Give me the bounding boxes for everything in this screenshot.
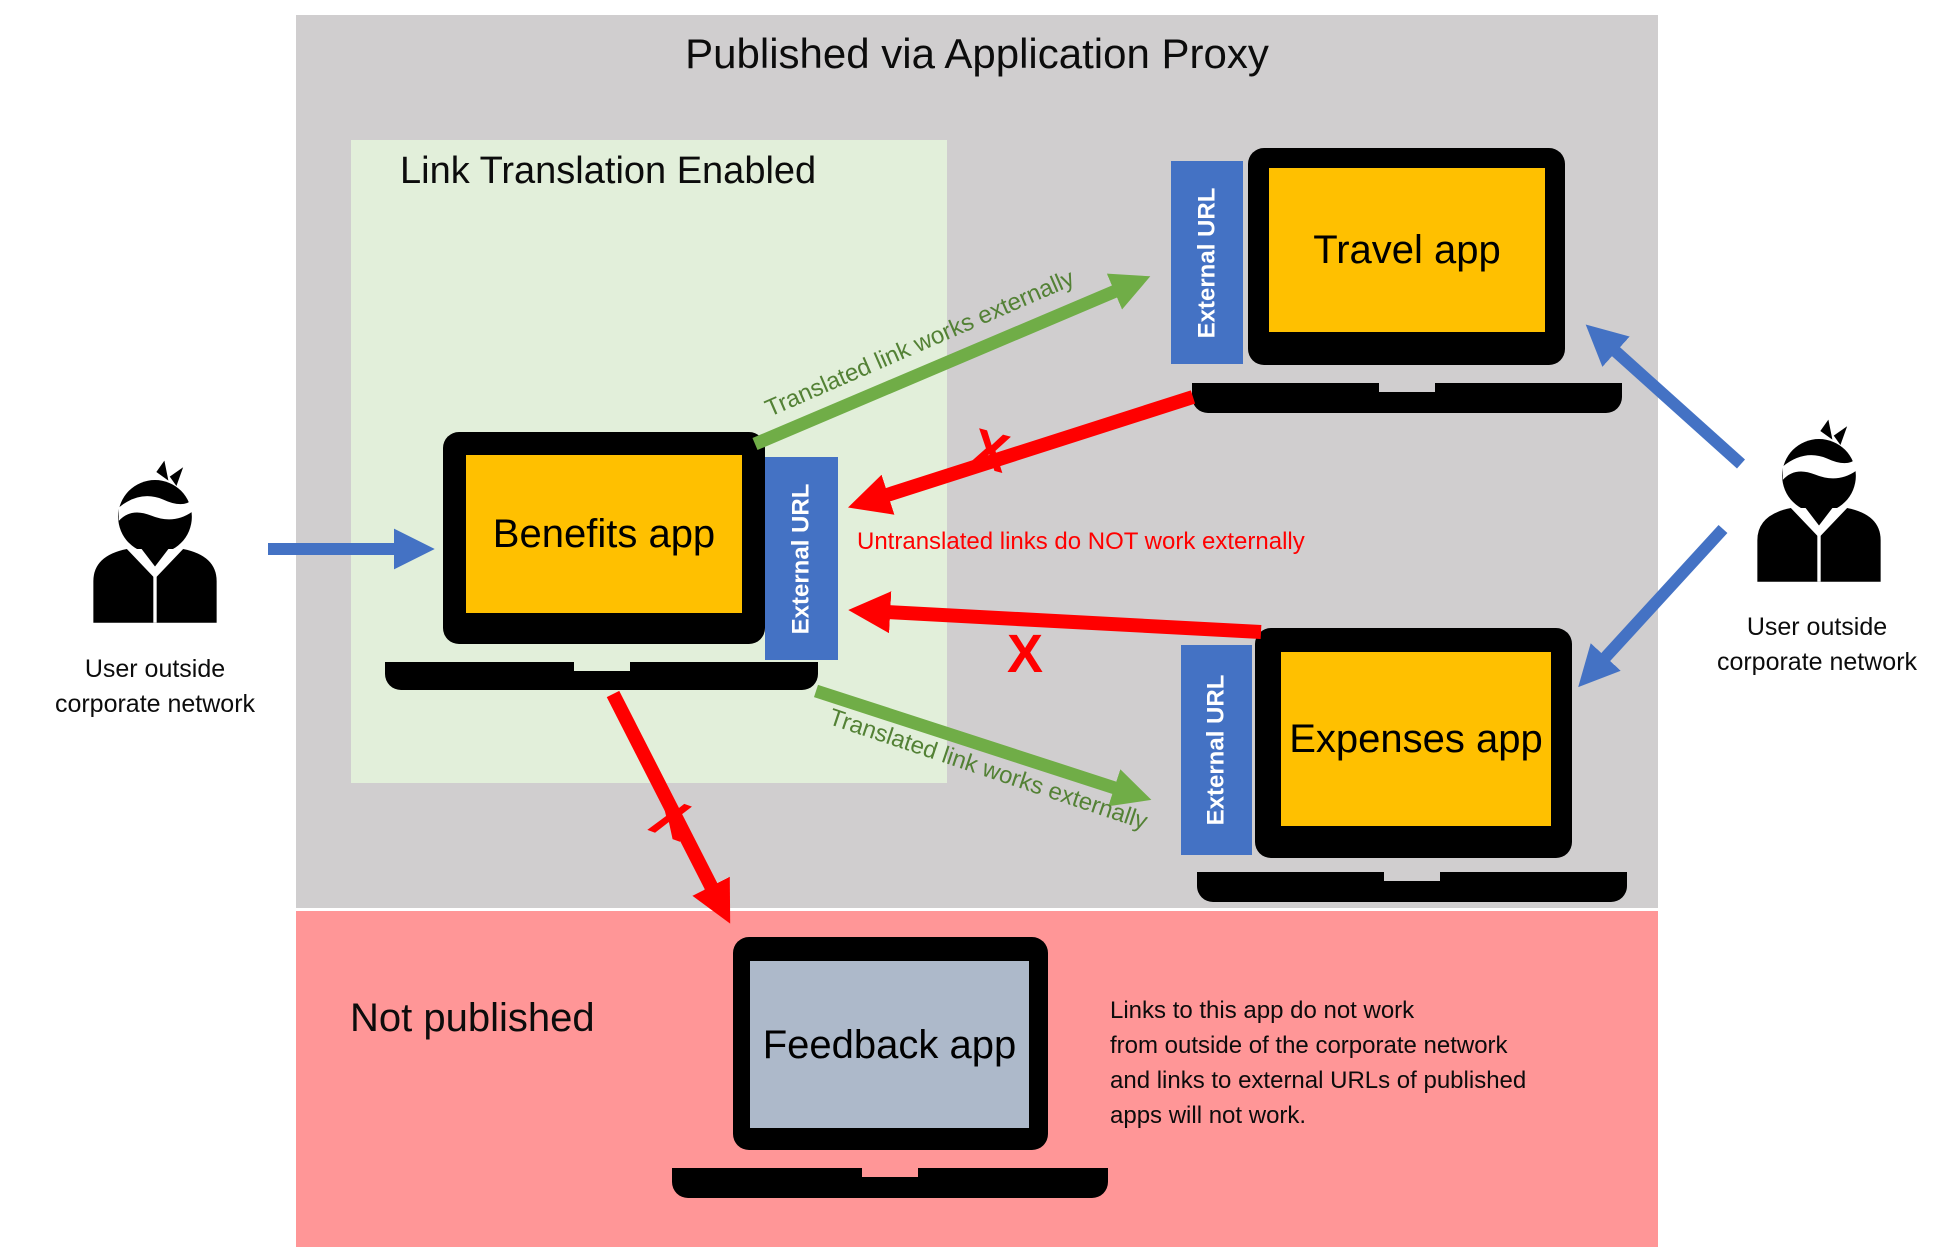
laptop-notch	[1379, 383, 1435, 392]
user-icon	[1757, 419, 1881, 582]
link-translation-label: Link Translation Enabled	[400, 150, 817, 192]
expenses-external-url-tab: External URL	[1181, 645, 1252, 855]
feedback-app-name: Feedback app	[762, 1022, 1017, 1067]
laptop-base	[1192, 383, 1622, 413]
benefits-app-screen: Benefits app	[466, 455, 742, 613]
laptop-base	[1197, 872, 1627, 902]
expenses-app-screen: Expenses app	[1281, 652, 1551, 826]
benefits-app-name: Benefits app	[492, 512, 716, 556]
laptop-notch	[862, 1168, 918, 1177]
user-icon	[93, 460, 217, 623]
left-user-caption: User outside corporate network	[54, 655, 256, 718]
laptop-notch	[573, 662, 630, 671]
x-mark: X	[1007, 624, 1044, 684]
external-url-label: External URL	[787, 483, 815, 634]
laptop-notch	[1384, 872, 1440, 881]
feedback-app-screen: Feedback app	[750, 961, 1029, 1128]
page-title: Published via Application Proxy	[685, 30, 1269, 77]
untranslated-links-note: Untranslated links do NOT work externall…	[857, 528, 1305, 555]
not-published-label: Not published	[350, 996, 595, 1040]
expenses-app-name: Expenses app	[1289, 717, 1543, 761]
travel-app-screen: Travel app	[1269, 168, 1545, 332]
travel-app-name: Travel app	[1313, 228, 1501, 272]
laptop-base	[672, 1168, 1108, 1198]
benefits-external-url-tab: External URL	[765, 457, 838, 660]
external-url-label: External URL	[1193, 187, 1221, 338]
travel-external-url-tab: External URL	[1171, 161, 1243, 364]
laptop-base	[385, 662, 818, 690]
external-url-label: External URL	[1202, 674, 1230, 826]
feedback-app-note: Links to this app do not work from outsi…	[1110, 997, 1527, 1129]
right-user-caption: User outside corporate network	[1716, 613, 1918, 676]
